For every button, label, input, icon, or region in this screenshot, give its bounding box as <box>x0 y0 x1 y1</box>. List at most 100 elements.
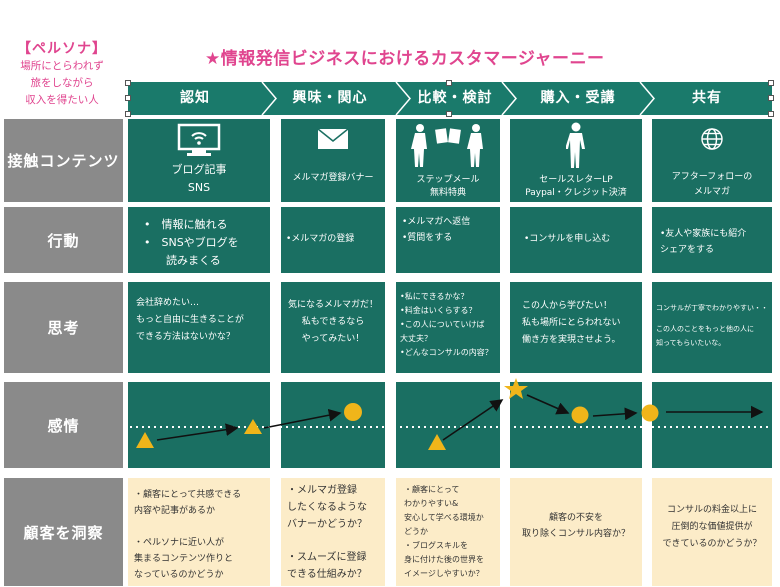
thought-cell-comparison: •私にできるかな？ •料金はいくらする？ •この人についていけば 大丈夫？ •ど… <box>396 282 500 373</box>
thought-text: 私も場所にとらわれない <box>522 318 621 328</box>
chevron-divider <box>395 82 411 115</box>
resize-handle[interactable] <box>768 80 774 86</box>
contact-cell-purchase: セールスレターLP Paypal・クレジット決済 <box>510 119 642 202</box>
thought-text: もっと自由に生きることが <box>136 315 244 325</box>
thought-text: この人のことをもっと他の人に <box>656 325 754 333</box>
action-cell-share: •友人や家族にも紹介 シェアをする <box>652 207 772 273</box>
insight-text: なっているのかどうか <box>134 570 224 580</box>
insight-text: 圧倒的な価値提供が <box>671 522 753 532</box>
row-label-emotion: 感情 <box>4 382 123 468</box>
action-cell-purchase: •コンサルを申し込む <box>510 207 642 273</box>
stage-interest: 興味・関心 <box>292 90 368 106</box>
resize-handle[interactable] <box>125 111 131 117</box>
insight-text: ・ブログスキルを <box>404 541 468 550</box>
insight-text: バナーかどうか？ <box>287 519 367 530</box>
emotion-cell-awareness <box>128 382 270 468</box>
insight-text: ・ペルソナに近い人が <box>134 538 225 548</box>
insight-text: わかりやすい& <box>404 499 459 508</box>
insight-text: 取り除くコンサル内容か？ <box>521 529 630 539</box>
persona-line: 収入を得たい人 <box>25 94 99 106</box>
contact-text: ブログ記事 <box>171 163 227 176</box>
row-label-insight: 顧客を洞察 <box>4 478 123 586</box>
insight-text: 集まるコンテンツ作りと <box>134 554 234 564</box>
thought-text: •この人についていけば <box>400 320 485 329</box>
emotion-arrow <box>442 399 504 441</box>
contact-text: Paypal・クレジット決済 <box>525 188 627 198</box>
stage-comparison: 比較・検討 <box>417 90 493 106</box>
row-label-contact: 接触コンテンツ <box>4 119 123 202</box>
page-title: ★情報発信ビジネスにおけるカスタマージャーニー <box>205 49 605 69</box>
action-text: •メルマガへ返信 <box>402 217 471 227</box>
insight-text: どうか <box>404 527 428 536</box>
contact-cell-share: アフターフォローの メルマガ <box>652 119 772 202</box>
insight-cell-share: コンサルの料金以上に 圧倒的な価値提供が できているのかどうか？ <box>652 478 772 586</box>
thought-text: この人から学びたい！ <box>522 301 613 311</box>
thought-text: •どんなコンサルの内容？ <box>400 348 493 357</box>
emotion-arrow <box>592 407 638 421</box>
insight-text: したくなるような <box>287 502 367 513</box>
row-label-thought: 思考 <box>4 282 123 373</box>
thought-text: 知ってもらいたいな。 <box>656 339 726 347</box>
persona-box: 【ペルソナ】 場所にとらわれず 旅をしながら 収入を得たい人 <box>4 38 120 109</box>
emotion-cell-comparison <box>396 382 500 468</box>
thought-text: 大丈夫？ <box>400 334 432 343</box>
action-text: シェアをする <box>660 245 715 255</box>
resize-handle[interactable] <box>446 80 452 86</box>
chevron-divider <box>261 82 277 115</box>
persona-title: 【ペルソナ】 <box>17 41 107 57</box>
stage-awareness: 認知 <box>180 90 210 106</box>
emotion-marker-triangle <box>244 419 262 434</box>
contact-text: メルマガ <box>693 187 730 197</box>
chevron-divider <box>639 82 655 115</box>
resize-handle[interactable] <box>446 111 452 117</box>
contact-text: セールスレターLP <box>539 175 613 185</box>
people-with-book-icon <box>411 124 483 167</box>
insight-text: 内容や記事があるか <box>134 506 216 516</box>
persona-line: 旅をしながら <box>30 77 94 89</box>
thought-cell-interest: 気になるメルマガだ！ 私もできるなら やってみたい！ <box>281 282 385 373</box>
action-cell-comparison: •メルマガへ返信 •質問をする <box>396 207 500 273</box>
insight-text: ・顧客にとって <box>404 485 460 494</box>
thought-cell-purchase: この人から学びたい！ 私も場所にとらわれない 働き方を実現させよう。 <box>510 282 642 373</box>
chevron-divider <box>501 82 517 115</box>
emotion-marker-circle <box>641 404 659 422</box>
thought-text: やってみたい！ <box>301 334 365 344</box>
action-cell-interest: •メルマガの登録 <box>281 207 385 273</box>
insight-text: できる仕組みか？ <box>287 569 367 580</box>
action-text: •友人や家族にも紹介 <box>660 229 747 239</box>
stage-chevrons <box>261 82 655 115</box>
row-label-action: 行動 <box>4 207 123 273</box>
thought-text: 私もできるなら <box>301 317 365 327</box>
insight-text: 身に付けた後の世界を <box>404 555 484 564</box>
resize-handle[interactable] <box>768 111 774 117</box>
thought-cell-share: コンサルが丁寧でわかりやすい・・ この人のことをもっと他の人に 知ってもらいたい… <box>652 282 772 373</box>
emotion-cell-share <box>652 382 772 468</box>
stage-purchase: 購入・受講 <box>540 90 616 106</box>
contact-text: 無料特典 <box>429 188 466 198</box>
emotion-arrow <box>526 394 570 415</box>
insight-text: ・顧客にとって共感できる <box>134 490 242 500</box>
monitor-wifi-icon <box>177 123 221 156</box>
insight-text: ・メルマガ登録 <box>287 485 357 496</box>
insight-cell-interest: ・メルマガ登録 したくなるような バナーかどうか？ ・スムーズに登録 できる仕組… <box>281 478 385 586</box>
contact-cell-interest: メルマガ登録バナー <box>281 119 385 202</box>
contact-text: SNS <box>187 181 211 194</box>
emotion-marker-circle <box>571 406 589 424</box>
thought-text: 働き方を実現させよう。 <box>522 335 621 345</box>
insight-text: できているのかどうか？ <box>662 539 762 549</box>
resize-handle[interactable] <box>125 80 131 86</box>
thought-text: 会社辞めたい… <box>136 298 200 308</box>
persona-line: 場所にとらわれず <box>20 60 104 72</box>
action-text: • 情報に触れる <box>144 218 228 231</box>
insight-text: コンサルの料金以上に <box>666 505 757 515</box>
standing-person-icon <box>566 122 585 168</box>
stage-header: 認知 興味・関心 比較・検討 購入・受講 共有 <box>128 82 772 115</box>
action-cell-awareness: • 情報に触れる • SNSやブログを 読みまくる <box>128 207 270 273</box>
stage-share: 共有 <box>692 90 722 106</box>
resize-handle[interactable] <box>768 95 774 101</box>
resize-handle[interactable] <box>125 95 131 101</box>
thought-text: できる方法はないかな？ <box>136 332 235 342</box>
envelope-icon <box>317 128 349 149</box>
action-text: 読みまくる <box>144 254 221 267</box>
